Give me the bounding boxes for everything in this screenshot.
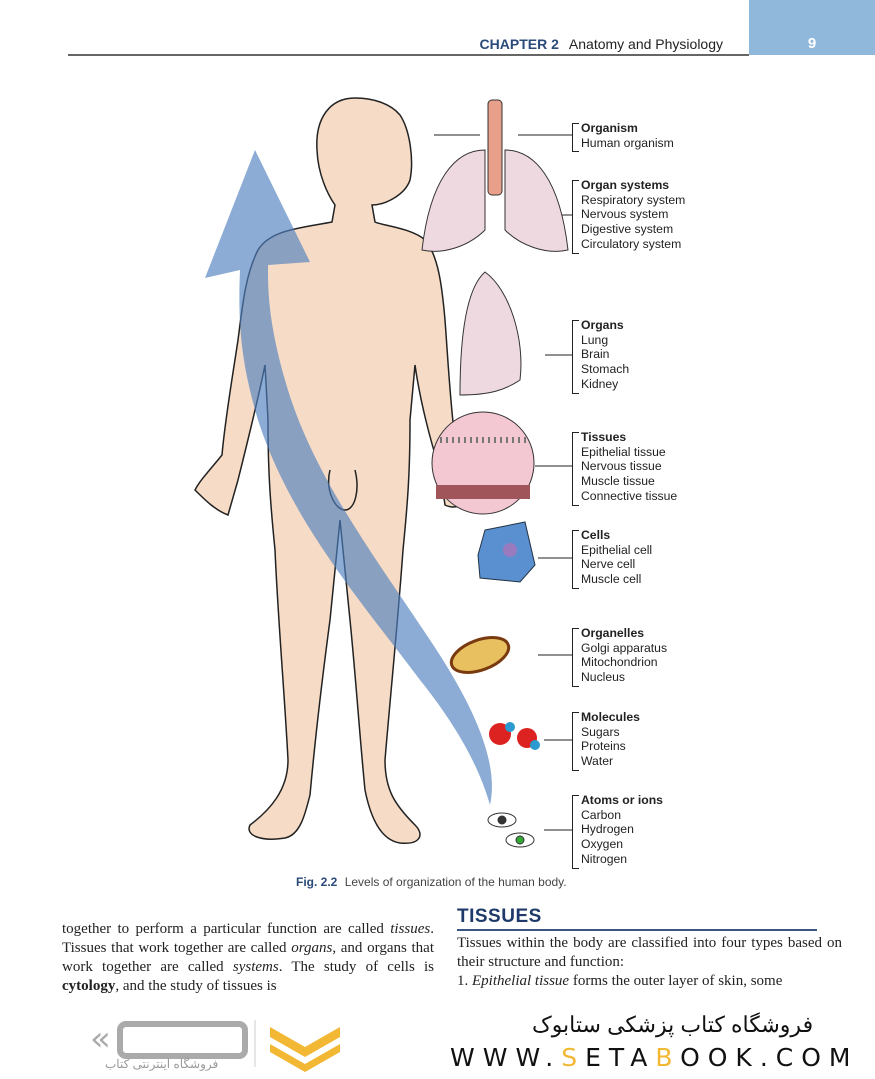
header-rule <box>68 54 749 56</box>
level-title: Organelles <box>581 626 644 640</box>
lung-organ-icon <box>459 271 522 396</box>
level-bracket <box>572 320 579 394</box>
level-bracket <box>572 530 579 589</box>
level-title: Organism <box>581 121 638 135</box>
mitochondrion-icon <box>449 636 511 674</box>
chapter-label: CHAPTER 2 <box>479 36 559 52</box>
level-example: Hydrogen <box>581 822 634 837</box>
levels-of-organization-figure <box>194 97 572 848</box>
svg-text:«: « <box>90 1019 111 1059</box>
level-example: Nervous tissue <box>581 459 662 474</box>
level-example: Nitrogen <box>581 851 628 866</box>
level-example: Circulatory system <box>581 236 682 251</box>
level-example: Kidney <box>581 376 619 391</box>
level-title: Organ systems <box>581 178 670 192</box>
heading-rule <box>457 929 817 931</box>
body-text-left: together to perform a particular functio… <box>62 921 435 994</box>
level-example: Muscle cell <box>581 572 642 587</box>
level-example: Muscle tissue <box>581 474 655 489</box>
caption-label: Fig. 2.2 <box>296 875 338 889</box>
running-header: CHAPTER 2 Anatomy and Physiology <box>480 36 723 52</box>
nucleus-icon <box>503 543 517 557</box>
figure-caption: Fig. 2.2 Levels of organization of the h… <box>296 875 567 889</box>
level-example: Oxygen <box>581 837 624 852</box>
page-number-tab <box>749 0 875 55</box>
level-bracket <box>572 628 579 687</box>
level-example: Nervous system <box>581 207 669 222</box>
level-example: Connective tissue <box>581 488 678 503</box>
level-example: Proteins <box>581 739 626 754</box>
atoms-icon <box>487 812 535 848</box>
level-title: Molecules <box>581 710 640 724</box>
level-bracket <box>572 123 579 153</box>
molecules-icon <box>489 722 540 750</box>
level-bracket <box>572 712 579 771</box>
level-example: Epithelial cell <box>581 542 653 557</box>
level-title: Organs <box>581 318 624 332</box>
section-heading-tissues: TISSUES <box>457 906 542 927</box>
lungs-icon <box>421 99 569 252</box>
body-text-right: Tissues within the body are classified i… <box>457 935 842 989</box>
level-example: Brain <box>581 347 610 362</box>
level-example: Nerve cell <box>581 557 636 572</box>
level-title: Cells <box>581 528 611 542</box>
store-name: فروشگاه کتاب پزشکی ستابوک <box>532 1012 814 1037</box>
level-example: Carbon <box>581 807 621 822</box>
page-number: 9 <box>807 35 817 52</box>
footer-banner <box>0 998 875 1079</box>
connector-lines <box>434 134 572 831</box>
level-title: Atoms or ions <box>581 793 663 807</box>
level-title: Tissues <box>581 430 627 444</box>
level-example: Lung <box>581 332 609 347</box>
level-example: Nucleus <box>581 670 626 685</box>
level-bracket <box>572 795 579 869</box>
level-example: Digestive system <box>581 222 674 237</box>
level-example: Golgi apparatus <box>581 640 668 655</box>
logo-tagline: فروشگاه اینترنتی کتاب <box>105 1057 219 1071</box>
level-example: Mitochondrion <box>581 655 658 670</box>
level-example: Human organism <box>581 135 674 150</box>
caption-text: Levels of organization of the human body… <box>344 875 567 889</box>
level-example: Water <box>581 754 614 769</box>
setabook-logo: « <box>90 1019 340 1072</box>
level-example: Stomach <box>581 362 630 377</box>
tissue-icon <box>431 411 535 515</box>
level-example: Respiratory system <box>581 192 686 207</box>
store-url[interactable]: WWW.SETABOOK.COM <box>450 1043 859 1072</box>
level-example: Sugars <box>581 724 620 739</box>
level-example: Epithelial tissue <box>581 444 666 459</box>
level-bracket <box>572 180 579 254</box>
level-bracket <box>572 432 579 506</box>
chapter-title: Anatomy and Physiology <box>568 36 723 52</box>
organization-arrow <box>205 150 492 805</box>
